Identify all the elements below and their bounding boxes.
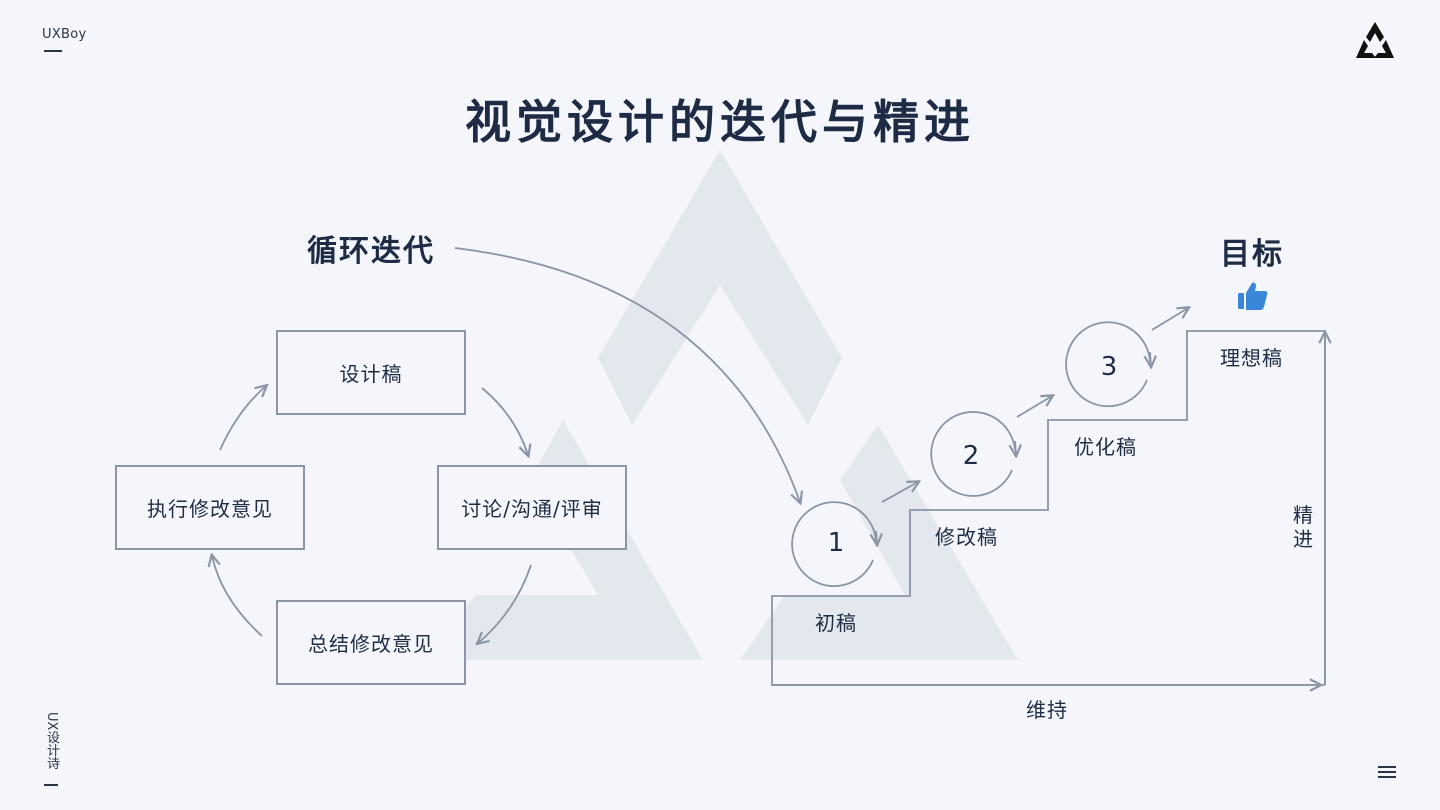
goal-label: 目标 (1220, 237, 1284, 272)
stage-2-label: 修改稿 (935, 525, 998, 549)
page-title: 视觉设计的迭代与精进 (465, 95, 975, 149)
thumbs-up-icon (1238, 282, 1268, 310)
brand-name: UXBoy (42, 27, 87, 42)
cycle-step-summarize: 总结修改意见 (276, 600, 466, 685)
stage-1-label: 初稿 (815, 611, 857, 635)
menu-icon[interactable] (1378, 766, 1396, 779)
cycle-heading: 循环迭代 (307, 234, 435, 269)
cycle-step-design-draft: 设计稿 (276, 330, 466, 415)
brand-vertical: UX设计诗 (44, 712, 59, 770)
brand-underline (44, 50, 62, 52)
stage-3-number: 3 (1100, 352, 1118, 382)
cycle-step-execute: 执行修改意见 (115, 465, 305, 550)
maintain-label: 维持 (1026, 698, 1068, 722)
stage-2-number: 2 (962, 441, 980, 471)
triangle-logo-icon[interactable] (1354, 20, 1396, 60)
ideal-draft-label: 理想稿 (1220, 346, 1283, 370)
refine-label: 精进 (1293, 503, 1313, 551)
brand-vertical-line (44, 784, 58, 786)
cycle-step-discuss-review: 讨论/沟通/评审 (437, 465, 627, 550)
stage-3-label: 优化稿 (1074, 435, 1137, 459)
stage-1-number: 1 (827, 528, 845, 558)
